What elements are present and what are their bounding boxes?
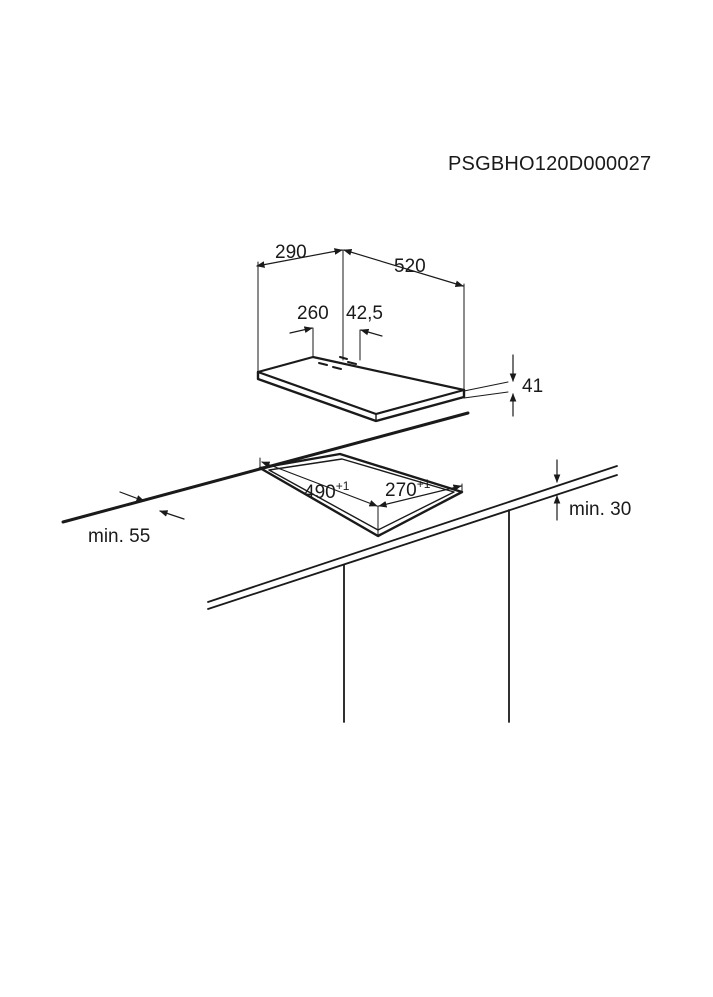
dim-490-label: 490+1 [304,479,350,503]
dim-min55-arrow-left [119,491,145,502]
dim-42-5-label: 42,5 [346,303,383,324]
dim-min30-label: min. 30 [569,499,631,520]
dim-260-label: 260 [297,303,329,324]
dim-290-arrow [256,248,343,268]
knob-icon [347,361,357,365]
document-id: PSGBHO120D000027 [448,153,651,175]
worktop-front-edge [207,465,618,603]
hob-drawing [256,355,466,423]
cutout-drawing [258,452,464,538]
knob-icon [318,362,328,366]
hob-dimension-arrows [256,248,517,417]
cutout-dimension-arrows [119,457,561,537]
dim-42-5-arrow [360,328,383,337]
dim-520-label: 520 [394,256,426,277]
dim-490-arrow [261,461,378,507]
dim-270-arrow [378,484,462,508]
dim-min55-label: min. 55 [88,526,150,547]
knob-icon [332,366,342,370]
dim-41-label: 41 [522,376,543,397]
dim-260-arrow [289,326,313,334]
worktop-front-edge-lower [207,474,618,610]
dim-min55-arrow-right [159,510,185,520]
dim-520-arrow [343,248,464,288]
hob-extension-lines [257,249,509,399]
hob-thickness [256,370,466,423]
dim-270-label: 270+1 [385,477,431,501]
dim-290-label: 290 [275,242,307,263]
